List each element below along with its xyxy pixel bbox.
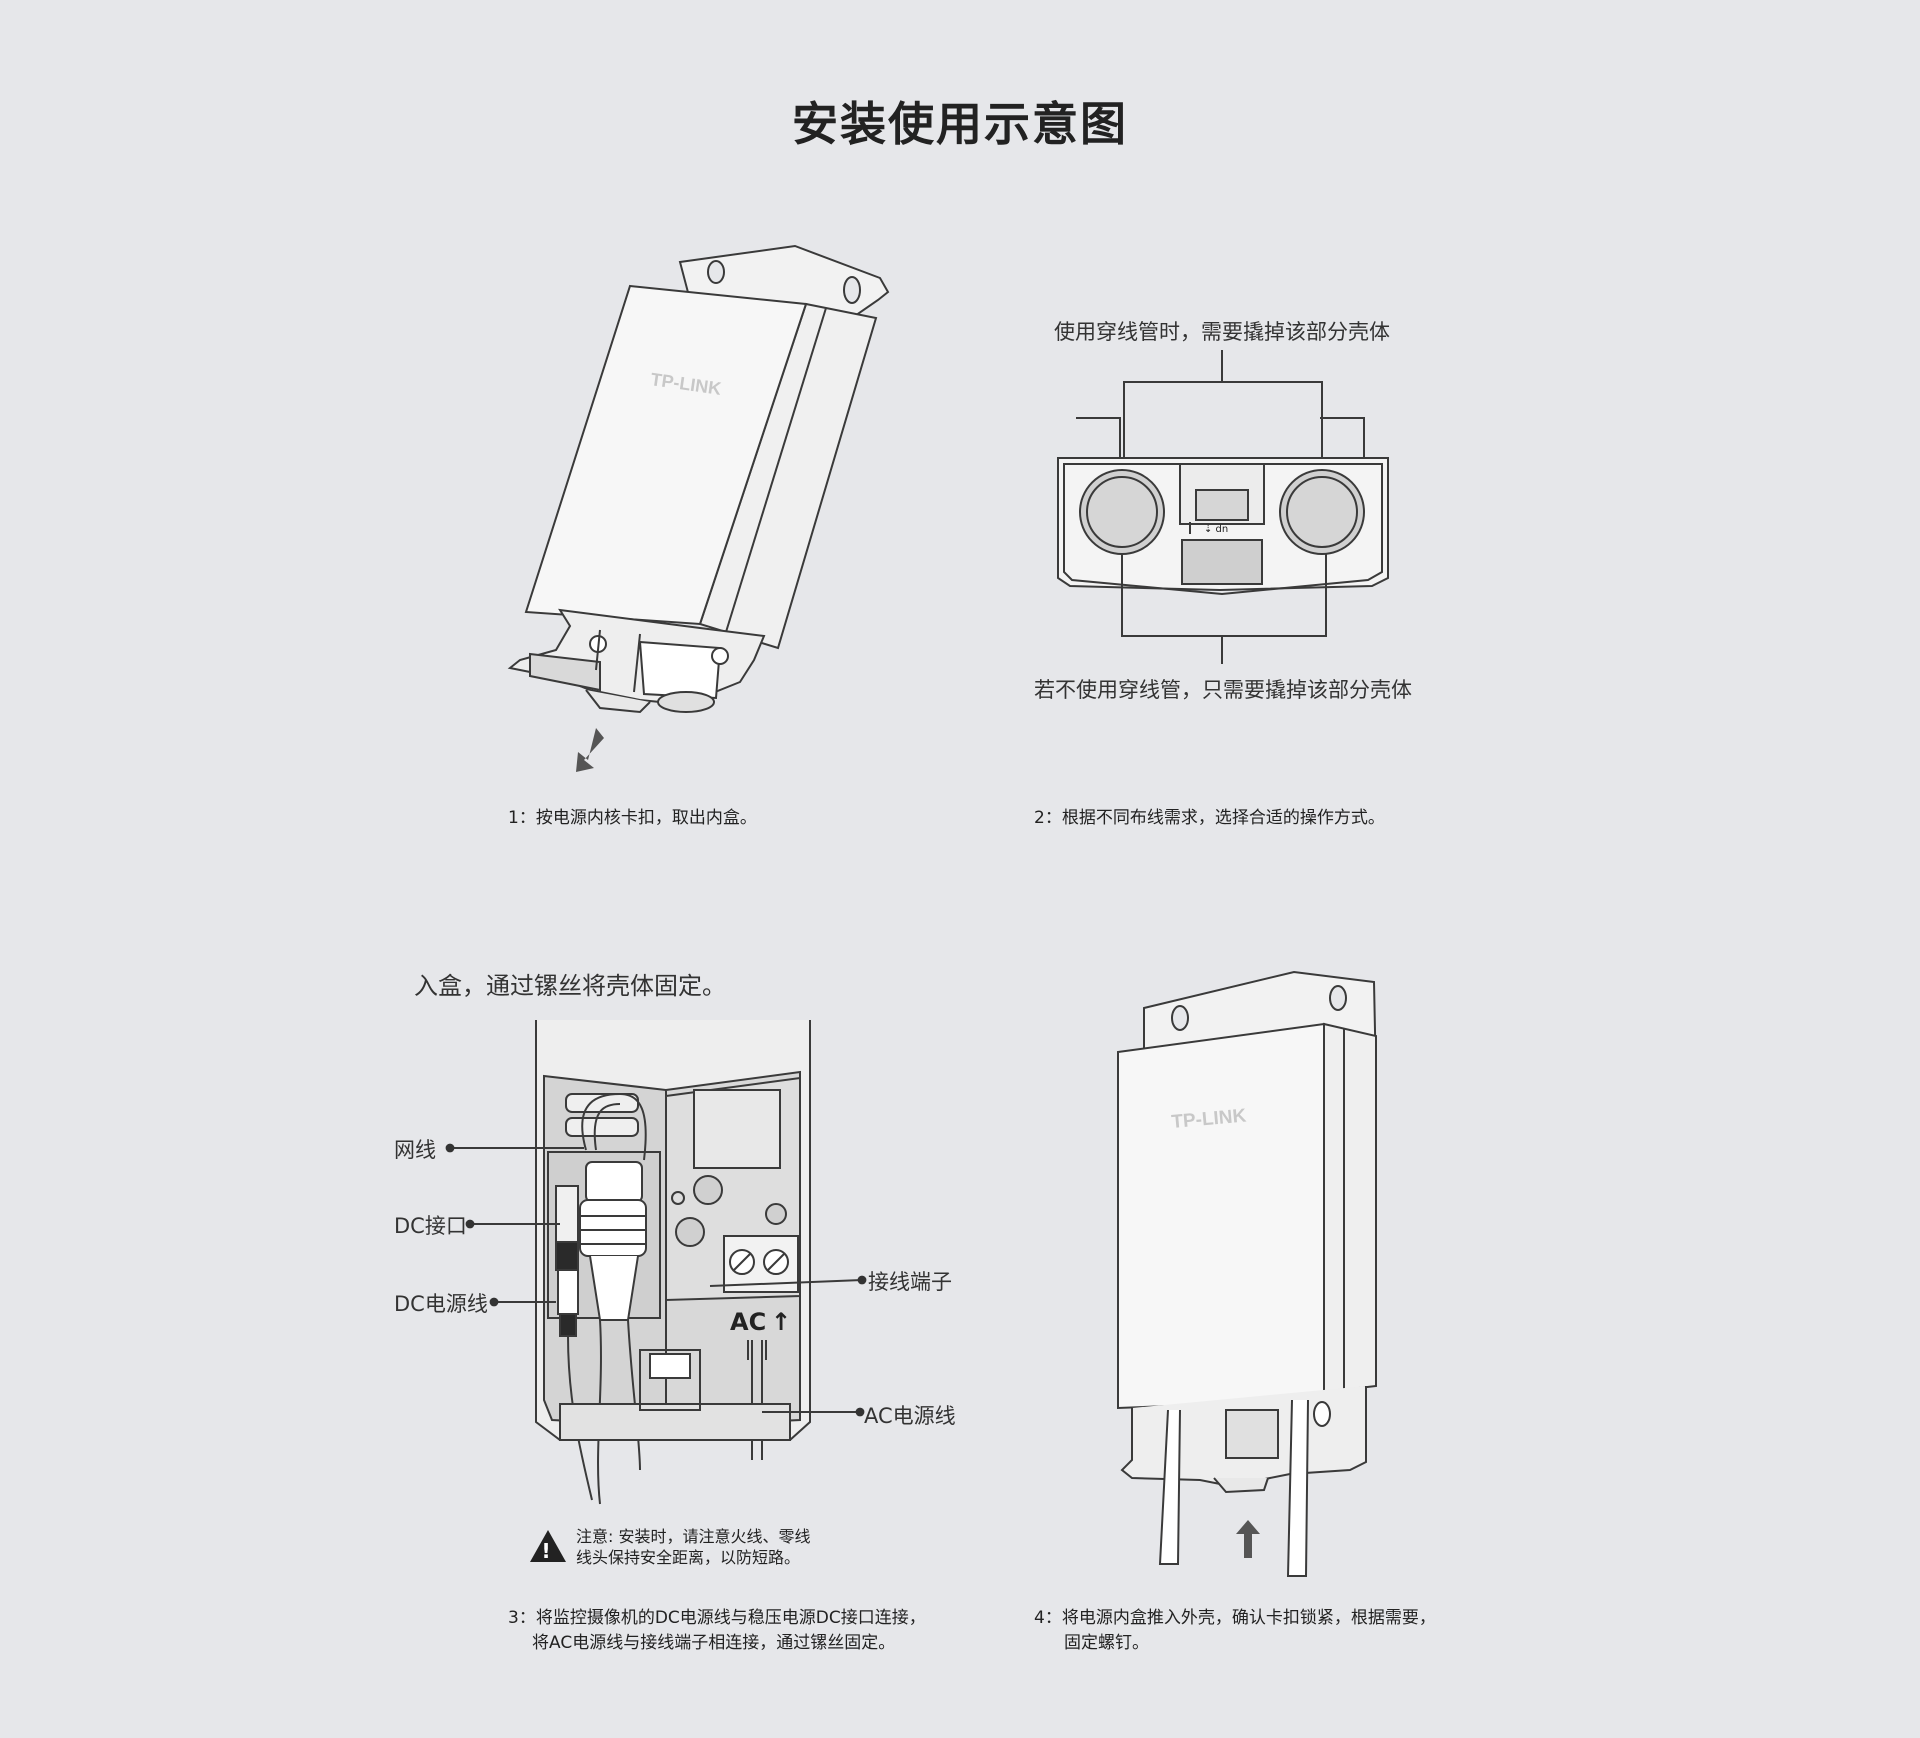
- step4-caption: 4：将电源内盒推入外壳，确认卡扣锁紧，根据需要， 固定螺钉。: [1034, 1606, 1436, 1656]
- step3-caption-line-1: 3：将监控摄像机的DC电源线与稳压电源DC接口连接，: [508, 1608, 926, 1628]
- step4-caption-line-2: 固定螺钉。: [1064, 1633, 1149, 1653]
- label-terminal-block: 接线端子: [868, 1270, 952, 1294]
- arrow-up-icon: ↑: [771, 1308, 791, 1336]
- label-dc-port: DC接口: [394, 1214, 467, 1238]
- step3-heading: 入盒，通过镙丝将壳体固定。: [414, 972, 726, 1000]
- page-title: 安装使用示意图: [792, 97, 1128, 151]
- step4-illustration: [1117, 970, 1378, 1577]
- label-ac-cable: AC电源线: [864, 1404, 956, 1428]
- step3-illustration: [445, 1020, 867, 1562]
- label-network-cable: 网线: [394, 1138, 436, 1162]
- step3-caption-line-2: 将AC电源线与接线端子相连接，通过镙丝固定。: [532, 1633, 896, 1653]
- step1-illustration: [507, 244, 890, 772]
- warning-line-2: 线头保持安全距离，以防短路。: [576, 1548, 801, 1567]
- step2-label-top: 使用穿线管时，需要撬掉该部分壳体: [1054, 320, 1390, 344]
- step2-label-bottom: 若不使用穿线管，只需要撬掉该部分壳体: [1034, 678, 1412, 702]
- warning-line-1: 注意: 安装时，请注意火线、零线: [576, 1527, 811, 1546]
- warning-note: 注意: 安装时，请注意火线、零线 线头保持安全距离，以防短路。: [576, 1526, 810, 1568]
- step4-caption-line-1: 4：将电源内盒推入外壳，确认卡扣锁紧，根据需要，: [1034, 1608, 1436, 1628]
- step3-caption: 3：将监控摄像机的DC电源线与稳压电源DC接口连接， 将AC电源线与接线端子相连…: [508, 1606, 926, 1656]
- ac-marking: AC: [730, 1308, 766, 1336]
- exclamation-icon: !: [541, 1539, 550, 1563]
- small-marking: ⇣ dn: [1204, 524, 1228, 535]
- step1-caption: 1：按电源内核卡扣，取出内盒。: [508, 808, 757, 828]
- label-dc-cable: DC电源线: [394, 1292, 488, 1316]
- step2-caption: 2：根据不同布线需求，选择合适的操作方式。: [1034, 808, 1385, 828]
- step2-illustration: [1057, 350, 1389, 664]
